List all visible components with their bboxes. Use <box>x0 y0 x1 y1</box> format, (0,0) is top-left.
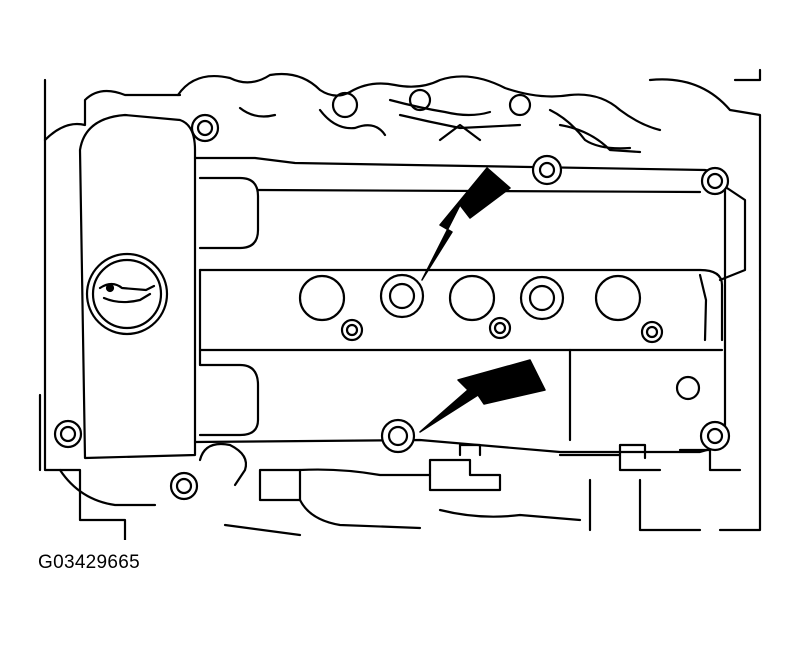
spark-plug-wells <box>298 273 642 322</box>
figure-id: G03429665 <box>38 552 141 573</box>
cover-studs <box>340 316 701 401</box>
fastener-arrow-icon <box>421 167 511 281</box>
engine-block-outline <box>38 68 762 540</box>
perimeter-bolts <box>53 113 731 501</box>
timing-cover <box>78 113 197 460</box>
oil-filler-cap-icon <box>85 252 169 336</box>
fastener-arrow-icon <box>419 359 546 433</box>
engine-valve-cover-diagram <box>38 68 762 540</box>
